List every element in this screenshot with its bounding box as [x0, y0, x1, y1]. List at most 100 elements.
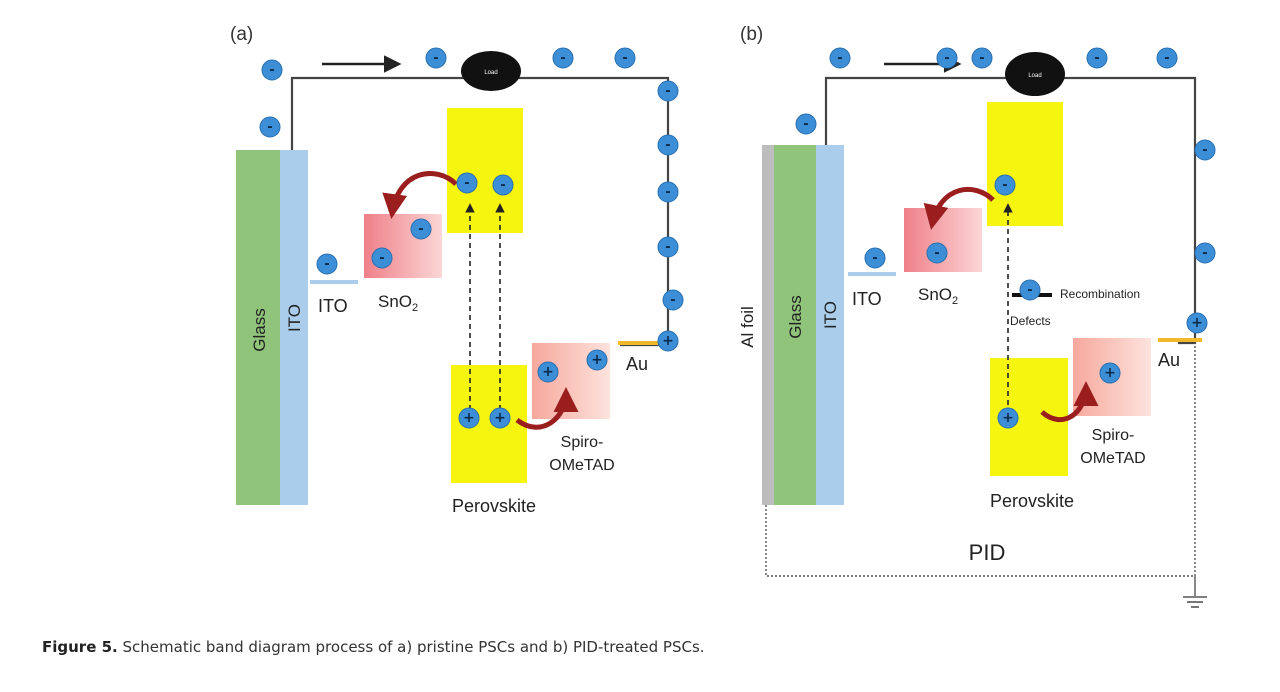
- electron-symbol: -: [433, 51, 438, 66]
- electron-marker: [410, 218, 432, 240]
- panel-b-charges: ------------+++: [795, 47, 1216, 429]
- electron-marker: [864, 247, 886, 269]
- electron-symbol: -: [872, 251, 877, 266]
- electron-marker: [1194, 139, 1216, 161]
- electron-symbol: -: [665, 240, 670, 255]
- panel-b-electron-transfer-arrow: [923, 186, 995, 230]
- hole-marker: [537, 361, 559, 383]
- panel-b-recombination-label: Recombination: [1060, 287, 1140, 301]
- panel-b-al-foil-label: Al foil: [738, 306, 757, 348]
- electron-symbol: -: [837, 51, 842, 66]
- electron-symbol: -: [269, 63, 274, 78]
- panel-a-load-label: Load: [484, 70, 497, 76]
- ground-icon: [1183, 596, 1207, 608]
- electron-symbol: -: [1202, 143, 1207, 158]
- panel-a-perovskite-label: Perovskite: [452, 496, 536, 516]
- electron-symbol: -: [1094, 51, 1099, 66]
- hole-symbol: +: [494, 410, 506, 426]
- panel-a-ito-bar-label: ITO: [285, 304, 304, 332]
- hole-marker: [1186, 312, 1208, 334]
- electron-marker: [1194, 242, 1216, 264]
- panel-a-sno2-label: SnO2: [378, 292, 418, 314]
- panel-a-ito-layer: [280, 150, 308, 505]
- panel-a-load: [461, 51, 521, 91]
- hole-symbol: +: [1104, 365, 1116, 381]
- panel-a-sno2-layer: [364, 214, 442, 278]
- panel-a-glass-label: Glass: [250, 308, 269, 351]
- panel-b-sno2-layer: [904, 208, 982, 272]
- electron-marker: [657, 134, 679, 156]
- electron-marker: [316, 253, 338, 275]
- hole-symbol: +: [591, 352, 603, 368]
- hole-symbol: +: [1002, 410, 1014, 426]
- electron-symbol: -: [464, 176, 469, 191]
- electron-symbol: -: [379, 251, 384, 266]
- panel-a-electron-transfer-arrow: [382, 171, 458, 219]
- panel-b-label: (b): [740, 24, 763, 45]
- hole-marker: [657, 330, 679, 352]
- electron-marker: [425, 47, 447, 69]
- hole-symbol: +: [463, 410, 475, 426]
- panel-b-defects-label: Defects: [1010, 314, 1051, 328]
- hole-symbol: +: [1191, 315, 1203, 331]
- electron-marker: [829, 47, 851, 69]
- hole-marker: [1099, 362, 1121, 384]
- electron-marker: [657, 181, 679, 203]
- panel-a: (a) Load Glass ITO ITO SnO2 Perovskite S…: [230, 24, 684, 516]
- panel-b-perovskite-label: Perovskite: [990, 491, 1074, 511]
- panel-a-glass-layer: [236, 150, 280, 505]
- panel-b-sno2-label: SnO2: [918, 285, 958, 307]
- electron-marker: [1156, 47, 1178, 69]
- panel-b-glass-layer: [774, 145, 816, 505]
- panel-a-hole-transfer-arrow: [515, 387, 579, 430]
- electron-symbol: -: [622, 51, 627, 66]
- electron-marker: [994, 174, 1016, 196]
- panel-b-glass-label: Glass: [786, 295, 805, 338]
- electron-marker: [926, 242, 948, 264]
- figure-caption: Figure 5. Schematic band diagram process…: [42, 638, 705, 656]
- panel-b-pid-wire: [765, 343, 1196, 577]
- electron-symbol: -: [665, 138, 670, 153]
- electron-symbol: -: [1164, 51, 1169, 66]
- panel-b-au-label: Au: [1158, 350, 1180, 370]
- hole-symbol: +: [662, 333, 674, 349]
- panel-b-perovskite-cb: [987, 102, 1063, 226]
- panel-b-ito-bar-label: ITO: [821, 301, 840, 329]
- panel-b-ito-label: ITO: [852, 289, 882, 309]
- electron-symbol: -: [670, 293, 675, 308]
- caption-label: Figure 5.: [42, 638, 118, 656]
- electron-marker: [657, 236, 679, 258]
- panel-a-ito-label: ITO: [318, 296, 348, 316]
- electron-symbol: -: [267, 120, 272, 135]
- caption-text: Schematic band diagram process of a) pri…: [122, 638, 705, 656]
- panel-b-ito-layer: [816, 145, 844, 505]
- electron-marker: [261, 59, 283, 81]
- electron-marker: [662, 289, 684, 311]
- electron-symbol: -: [665, 84, 670, 99]
- panel-b: (b) PID Load Al foil Glass ITO ITO SnO2: [738, 24, 1216, 608]
- electron-symbol: -: [979, 51, 984, 66]
- panel-b-load-label: Load: [1028, 73, 1041, 79]
- hole-marker: [997, 407, 1019, 429]
- electron-marker: [936, 47, 958, 69]
- panel-b-spiro-label-2: OMeTAD: [1080, 450, 1145, 467]
- panel-a-spiro-label-1: Spiro-: [561, 434, 604, 451]
- electron-marker: [371, 247, 393, 269]
- panel-a-charges: ---------------+++++: [259, 47, 684, 429]
- electron-symbol: -: [418, 222, 423, 237]
- panel-b-hole-transfer-arrow: [1040, 381, 1099, 423]
- electron-symbol: -: [1027, 283, 1032, 298]
- electron-symbol: -: [665, 185, 670, 200]
- electron-marker: [795, 113, 817, 135]
- electron-symbol: -: [803, 117, 808, 132]
- electron-marker: [614, 47, 636, 69]
- electron-symbol: -: [934, 246, 939, 261]
- panel-a-au-label: Au: [626, 354, 648, 374]
- electron-marker: [657, 80, 679, 102]
- panel-a-perovskite-cb: [447, 108, 523, 233]
- electron-marker: [259, 116, 281, 138]
- electron-marker: [971, 47, 993, 69]
- hole-marker: [489, 407, 511, 429]
- hole-symbol: +: [542, 364, 554, 380]
